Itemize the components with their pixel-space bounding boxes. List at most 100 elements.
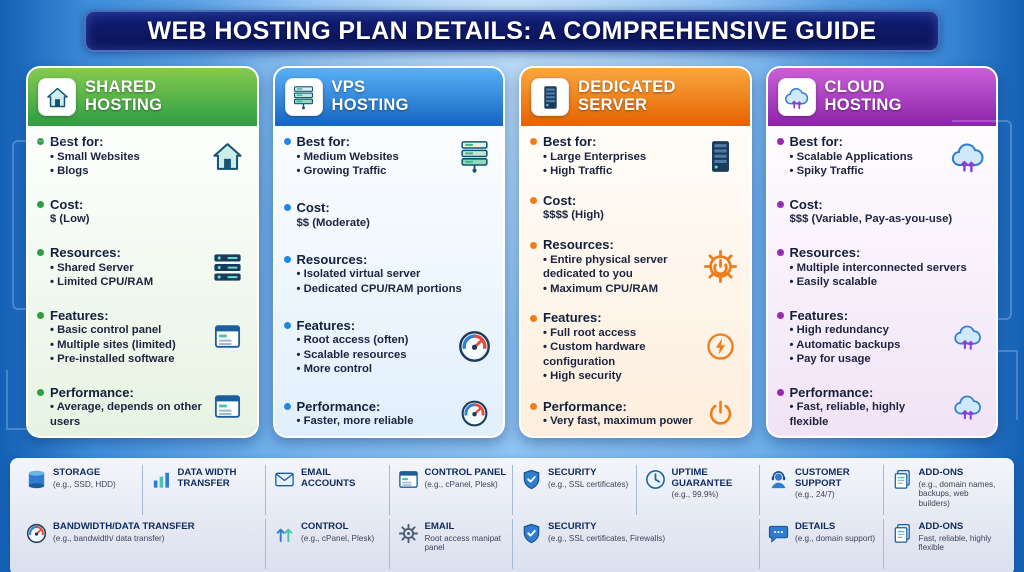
- plan-name: Shared Hosting: [85, 78, 163, 114]
- plan-name: Cloud Hosting: [824, 78, 902, 114]
- section-best-for: Best for: Large Enterprises High Traffic: [530, 134, 741, 178]
- section-item: Medium Websites: [297, 150, 452, 164]
- section-best-for: Best for: Small Websites Blogs: [37, 134, 248, 178]
- speedometer-icon: [454, 328, 494, 365]
- footer-item-email-accounts: EMAIL ACCOUNTS: [265, 465, 389, 515]
- footer-item-customer-support: CUSTOMER SUPPORT (e.g., 24/7): [759, 465, 883, 515]
- section-features: Features: Root access (often) Scalable r…: [284, 318, 495, 377]
- documents-icon: [891, 468, 914, 491]
- section-item: Root access (often): [297, 333, 452, 347]
- plan-header: VPS Hosting: [274, 68, 503, 126]
- section-item: Entire physical server dedicated to you: [543, 253, 698, 282]
- section-item: High redundancy: [790, 323, 945, 337]
- section-best-for: Best for: Scalable Applications Spiky Tr…: [777, 134, 988, 178]
- plan-card-dedicated-server: Dedicated Server Best for: Large Enterpr…: [519, 66, 752, 438]
- plan-card-vps-hosting: VPS Hosting Best for: Medium Websites Gr…: [272, 66, 505, 438]
- footer-item-subtitle: (e.g., SSL certificates, Firewalls): [548, 533, 666, 543]
- section-label: Features:: [530, 310, 698, 326]
- section-cost: Cost: $ (Low): [37, 197, 248, 227]
- section-label: Best for:: [777, 134, 945, 150]
- footer-item-bandwidth-data-transfer: BANDWIDTH/DATA TRANSFER (e.g., bandwidth…: [18, 519, 265, 569]
- headset-icon: [767, 468, 790, 491]
- server-stack-icon: [208, 249, 248, 286]
- footer-item-add-ons-2: ADD-ONS Fast, reliable, highly flexible: [882, 519, 1007, 569]
- chat-icon: [767, 522, 790, 545]
- section-item: $ (Low): [50, 213, 90, 226]
- footer-item-title: UPTIME GUARANTEE: [671, 467, 733, 489]
- section-item: Maximum CPU/RAM: [543, 282, 698, 296]
- title-banner: WEB HOSTING PLAN DETAILS: A COMPREHENSIV…: [84, 10, 940, 52]
- section-item: Dedicated CPU/RAM portions: [297, 282, 495, 296]
- footer-item-subtitle: (e.g., domain support): [795, 533, 876, 543]
- footer-item-title: DETAILS: [795, 521, 836, 532]
- cloud-upload-icon: [947, 391, 987, 422]
- section-resources: Resources: Multiple interconnected serve…: [777, 245, 988, 289]
- footer-item-subtitle: (e.g., cPanel, Plesk): [424, 479, 498, 489]
- gear-icon: [397, 522, 420, 545]
- plan-card-cloud-hosting: Cloud Hosting Best for: Scalable Applica…: [765, 66, 998, 438]
- section-item: Full root access: [543, 326, 698, 340]
- server-rack-icon: [284, 78, 323, 116]
- section-item: Limited CPU/RAM: [50, 275, 205, 289]
- section-item: Shared Server: [50, 261, 205, 275]
- section-item: Scalable Applications: [790, 150, 945, 164]
- section-item: Fast, reliable, highly flexible: [790, 400, 945, 429]
- section-features: Features: High redundancy Automatic back…: [777, 308, 988, 367]
- section-resources: Resources: Entire physical server dedica…: [530, 237, 741, 296]
- footer-item-email: EMAIL Root access manipat panel: [388, 519, 513, 569]
- section-label: Performance:: [530, 399, 698, 415]
- clock-icon: [644, 468, 667, 491]
- page-title: WEB HOSTING PLAN DETAILS: A COMPREHENSIV…: [147, 16, 877, 45]
- section-performance: Performance: Faster, more reliable: [284, 398, 495, 429]
- section-item: Average, depends on other users: [50, 400, 205, 429]
- section-best-for: Best for: Medium Websites Growing Traffi…: [284, 134, 495, 178]
- documents-icon: [891, 522, 914, 545]
- section-performance: Performance: Average, depends on other u…: [37, 385, 248, 429]
- plan-cards-row: Shared Hosting Best for: Small Websites …: [0, 66, 1024, 438]
- footer-item-title: EMAIL ACCOUNTS: [301, 467, 356, 489]
- footer-item-title: SECURITY: [548, 521, 597, 532]
- plan-name: VPS Hosting: [331, 78, 409, 114]
- footer-item-title: STORAGE: [53, 467, 101, 478]
- plan-name: Dedicated Server: [578, 78, 676, 114]
- plan-body: Best for: Scalable Applications Spiky Tr…: [767, 126, 996, 436]
- footer-item-control-panel: CONTROL PANEL (e.g., cPanel, Plesk): [388, 465, 513, 515]
- cloud-upload-icon: [947, 321, 987, 352]
- bar-chart-icon: [150, 468, 173, 491]
- footer-item-title: EMAIL: [424, 521, 455, 532]
- section-item: High security: [543, 369, 698, 383]
- footer-item-title: DATA WIDTH TRANSFER: [177, 467, 237, 489]
- footer-item-subtitle: (e.g., 99.9%): [671, 490, 719, 500]
- section-item: $$$$ (High): [543, 209, 604, 222]
- footer-item-add-ons: ADD-ONS (e.g., domain names, backups, we…: [882, 465, 1007, 515]
- section-label: Features:: [777, 308, 945, 324]
- footer-item-storage: STORAGE (e.g., SSD, HDD): [18, 465, 142, 515]
- footer-item-uptime-guarantee: UPTIME GUARANTEE (e.g., 99.9%): [635, 465, 760, 515]
- section-label: Resources:: [777, 245, 988, 261]
- house-icon: [208, 138, 248, 175]
- shield-check-icon: [520, 522, 543, 545]
- footer-item-security-2: SECURITY (e.g., SSL certificates, Firewa…: [512, 519, 759, 569]
- footer-item-subtitle: (e.g., bandwidth/ data transfer): [53, 533, 165, 543]
- envelope-icon: [273, 468, 296, 491]
- plan-header: Cloud Hosting: [767, 68, 996, 126]
- gear-power-icon: [701, 248, 741, 285]
- section-item: Small Websites: [50, 150, 205, 164]
- section-item: Growing Traffic: [297, 164, 452, 178]
- section-item: High Traffic: [543, 164, 698, 178]
- footer-item-subtitle: Root access manipat panel: [424, 533, 501, 553]
- footer-item-control: CONTROL (e.g., cPanel, Plesk): [265, 519, 389, 569]
- house-icon: [38, 78, 76, 116]
- footer-item-subtitle: (e.g., SSL certificates): [548, 479, 629, 489]
- plan-header: Shared Hosting: [28, 68, 257, 126]
- footer-item-subtitle: Fast, reliable, highly flexible: [918, 533, 992, 553]
- section-label: Best for:: [37, 134, 205, 150]
- control-panel-icon: [397, 468, 420, 491]
- section-item: Large Enterprises: [543, 150, 698, 164]
- plan-card-shared-hosting: Shared Hosting Best for: Small Websites …: [26, 66, 259, 438]
- footer-item-title: SECURITY: [548, 467, 597, 478]
- section-features: Features: Basic control panel Multiple s…: [37, 308, 248, 367]
- lightning-icon: [701, 331, 741, 362]
- section-item: Multiple interconnected servers: [790, 261, 988, 275]
- footer-item-subtitle: (e.g., 24/7): [795, 490, 835, 500]
